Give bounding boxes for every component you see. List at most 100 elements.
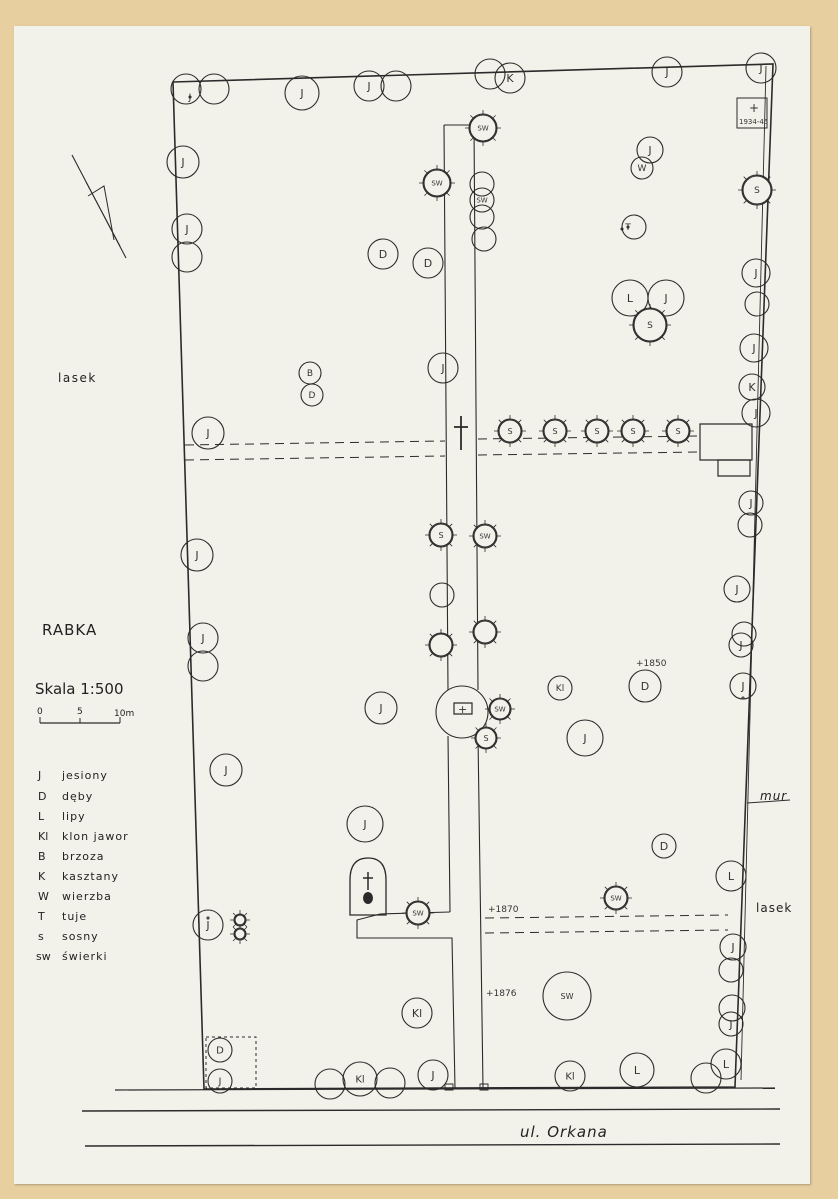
tree-s: S — [617, 415, 649, 447]
tree-label: S — [507, 427, 512, 436]
wall-inner-line — [741, 66, 766, 1080]
tree-label: J — [205, 919, 209, 932]
legend: J jesiony D dęby L lipy Kl klon jawor B … — [36, 769, 128, 963]
tree-label: SW — [610, 895, 621, 903]
tree-label: J — [753, 267, 757, 280]
tree-plain — [381, 71, 411, 101]
tree-label: K — [748, 381, 756, 394]
tree-t: T — [624, 223, 631, 233]
tree-j: J — [193, 910, 223, 940]
tree-label: J — [430, 1069, 434, 1082]
tree-label: B — [307, 369, 313, 379]
tree-label: W — [638, 164, 647, 174]
svg-text:10m: 10m — [114, 709, 134, 719]
tree-plain — [469, 616, 501, 648]
tree-j: J — [652, 57, 682, 87]
main-path-left — [444, 125, 448, 690]
tree-label: J — [184, 223, 188, 236]
chapel — [350, 858, 386, 915]
tree-label: Kl — [556, 684, 564, 694]
legend-label: jesiony — [61, 769, 108, 782]
svg-text:L: L — [38, 810, 45, 823]
tree-label: SW — [431, 180, 442, 188]
tree-label: S — [675, 427, 680, 436]
tree-j: J — [746, 53, 776, 83]
tree-label: L — [723, 1058, 730, 1071]
tree-label: D — [379, 248, 387, 261]
tree-s: S — [494, 415, 526, 447]
tree-label: J — [205, 427, 209, 440]
tree-label: J — [730, 941, 734, 954]
tree-label: J — [734, 583, 738, 596]
svg-text:brzoza: brzoza — [62, 850, 105, 863]
tree-label: Kl — [412, 1007, 422, 1020]
tree-sw: SW — [485, 694, 515, 724]
tree-label: J — [753, 407, 757, 420]
tree-label: D — [309, 391, 316, 401]
tree-plain — [622, 215, 646, 239]
tree-label: J — [194, 549, 198, 562]
tree-j: J — [210, 754, 242, 786]
svg-text:lipy: lipy — [62, 810, 86, 823]
tree-d: D — [413, 248, 443, 278]
tree-plain — [172, 242, 202, 272]
tree-label: SW — [412, 910, 423, 918]
tree-label: J — [188, 93, 192, 103]
tree-d: D — [208, 1038, 232, 1062]
tree-s: S — [629, 304, 671, 346]
building — [700, 424, 752, 460]
tree-plain — [732, 622, 756, 646]
svg-text:wierzba: wierzba — [62, 890, 112, 903]
tree-w: W — [631, 157, 653, 179]
svg-text:K: K — [38, 870, 46, 883]
svg-text:T: T — [37, 910, 45, 923]
tree-label: J — [758, 62, 762, 75]
north-arrow-icon — [72, 155, 126, 258]
central-tomb — [454, 703, 472, 714]
tree-j: J — [208, 1069, 232, 1093]
tree-j: J — [729, 633, 753, 657]
tree-j: J — [648, 280, 684, 316]
tree-plain — [742, 697, 744, 699]
tree-j: J — [188, 93, 192, 103]
dashed-path-a — [185, 441, 445, 445]
tree-plain — [719, 958, 743, 982]
tree-l: L — [620, 1053, 654, 1087]
tree-j: J — [192, 417, 224, 449]
tree-j: J — [742, 399, 770, 427]
tree-kl: Kl — [343, 1062, 377, 1096]
tree-label: K — [506, 72, 514, 85]
svg-text:5: 5 — [77, 707, 83, 717]
tree-j: J — [567, 720, 603, 756]
tree-label: J — [440, 362, 444, 375]
svg-text:+: + — [458, 703, 467, 716]
tree-label: J — [663, 292, 667, 305]
tree-j: J — [167, 146, 199, 178]
tree-sw: SW — [470, 188, 494, 212]
tree-label: S — [438, 531, 443, 540]
tree-j: J — [637, 137, 663, 163]
tree-j: J — [418, 1060, 448, 1090]
tree-plain — [188, 651, 218, 681]
tree-j: J — [724, 576, 750, 602]
svg-text:W: W — [38, 890, 49, 903]
tree-label: J — [362, 818, 366, 831]
tree-label: J — [180, 156, 184, 169]
tree-label: D — [216, 1046, 224, 1057]
tree-label: S — [754, 186, 760, 196]
tree-sw: SW — [465, 110, 501, 146]
svg-text:sw: sw — [36, 950, 51, 963]
grave-date: +1876 — [486, 989, 517, 999]
tree-j: J — [172, 214, 202, 244]
tree-k: K — [495, 63, 525, 93]
svg-text:tuje: tuje — [62, 910, 87, 923]
svg-text:s: s — [38, 930, 44, 943]
svg-text:Kl: Kl — [38, 830, 48, 843]
tree-plain — [315, 1069, 345, 1099]
tree-plain — [621, 228, 623, 230]
tree-label: S — [483, 734, 488, 743]
tree-label: SW — [479, 533, 490, 541]
wall-label: mur — [760, 789, 787, 803]
